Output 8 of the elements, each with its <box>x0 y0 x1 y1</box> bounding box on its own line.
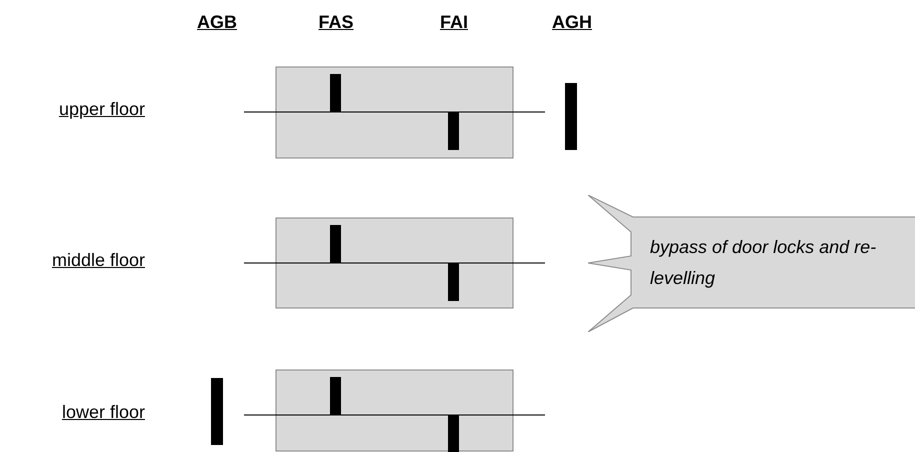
column-heading: AGB <box>197 12 237 33</box>
row-label: lower floor <box>62 402 145 423</box>
column-heading: AGH <box>552 12 592 33</box>
column-heading: FAS <box>318 12 354 33</box>
column-heading: FAI <box>440 12 468 33</box>
row-label: upper floor <box>58 99 145 120</box>
callout-text: bypass of door locks and re-levelling <box>650 236 878 290</box>
row-label: middle floor <box>52 250 145 271</box>
